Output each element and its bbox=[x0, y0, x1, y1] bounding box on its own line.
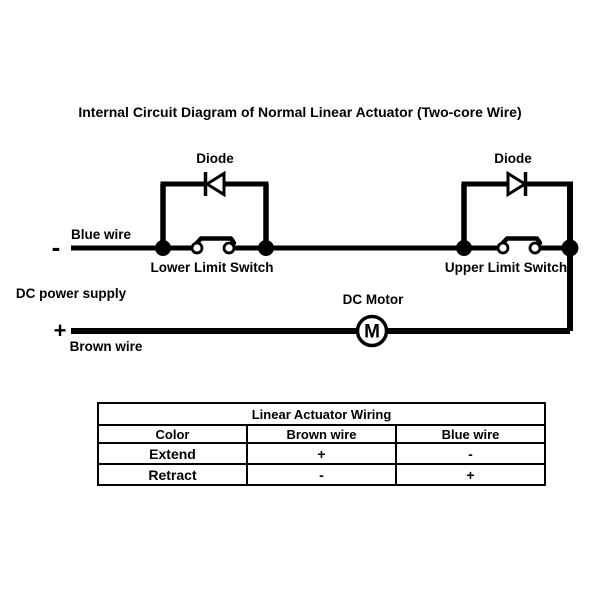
dc-motor-label: DC Motor bbox=[343, 292, 404, 307]
dc-power-supply-label: DC power supply bbox=[16, 286, 127, 301]
diagram-title: Internal Circuit Diagram of Normal Linea… bbox=[78, 104, 522, 120]
brown-wire-label: Brown wire bbox=[70, 339, 143, 354]
diode-right-label: Diode bbox=[494, 151, 532, 166]
header-blue-wire: Blue wire bbox=[395, 424, 546, 444]
lower-limit-switch-icon bbox=[190, 236, 237, 255]
blue-wire-label: Blue wire bbox=[71, 227, 132, 242]
header-color: Color bbox=[97, 424, 248, 444]
table-row-extend: Extend + - bbox=[97, 442, 546, 465]
diode-left-icon bbox=[203, 170, 226, 198]
circuit-diagram: M Diode Diode Lower Limit Switch Upper L… bbox=[16, 151, 579, 354]
cell-retract-blue: + bbox=[395, 463, 546, 486]
table-header-row: Color Brown wire Blue wire bbox=[97, 424, 546, 444]
upper-diode-loop bbox=[461, 170, 573, 250]
wiring-table: Linear Actuator Wiring Color Brown wire … bbox=[97, 402, 546, 486]
table-title: Linear Actuator Wiring bbox=[97, 402, 546, 426]
motor-symbol-label: M bbox=[364, 322, 380, 343]
positive-terminal-sign: + bbox=[54, 318, 67, 343]
upper-limit-switch-label: Upper Limit Switch bbox=[445, 260, 567, 275]
header-brown-wire: Brown wire bbox=[246, 424, 397, 444]
cell-retract-label: Retract bbox=[97, 463, 248, 486]
negative-terminal-sign: - bbox=[52, 232, 61, 262]
table-row-retract: Retract - + bbox=[97, 463, 546, 486]
lower-diode-loop bbox=[160, 170, 269, 250]
lower-limit-switch-label: Lower Limit Switch bbox=[150, 260, 273, 275]
table-title-row: Linear Actuator Wiring bbox=[97, 402, 546, 426]
diode-right-icon bbox=[506, 170, 528, 198]
junction-dots bbox=[155, 239, 579, 257]
dc-motor-icon: M bbox=[355, 314, 389, 348]
cell-extend-label: Extend bbox=[97, 442, 248, 465]
cell-extend-blue: - bbox=[395, 442, 546, 465]
cell-extend-brown: + bbox=[246, 442, 397, 465]
upper-limit-switch-icon bbox=[496, 236, 543, 255]
cell-retract-brown: - bbox=[246, 463, 397, 486]
diode-left-label: Diode bbox=[196, 151, 234, 166]
